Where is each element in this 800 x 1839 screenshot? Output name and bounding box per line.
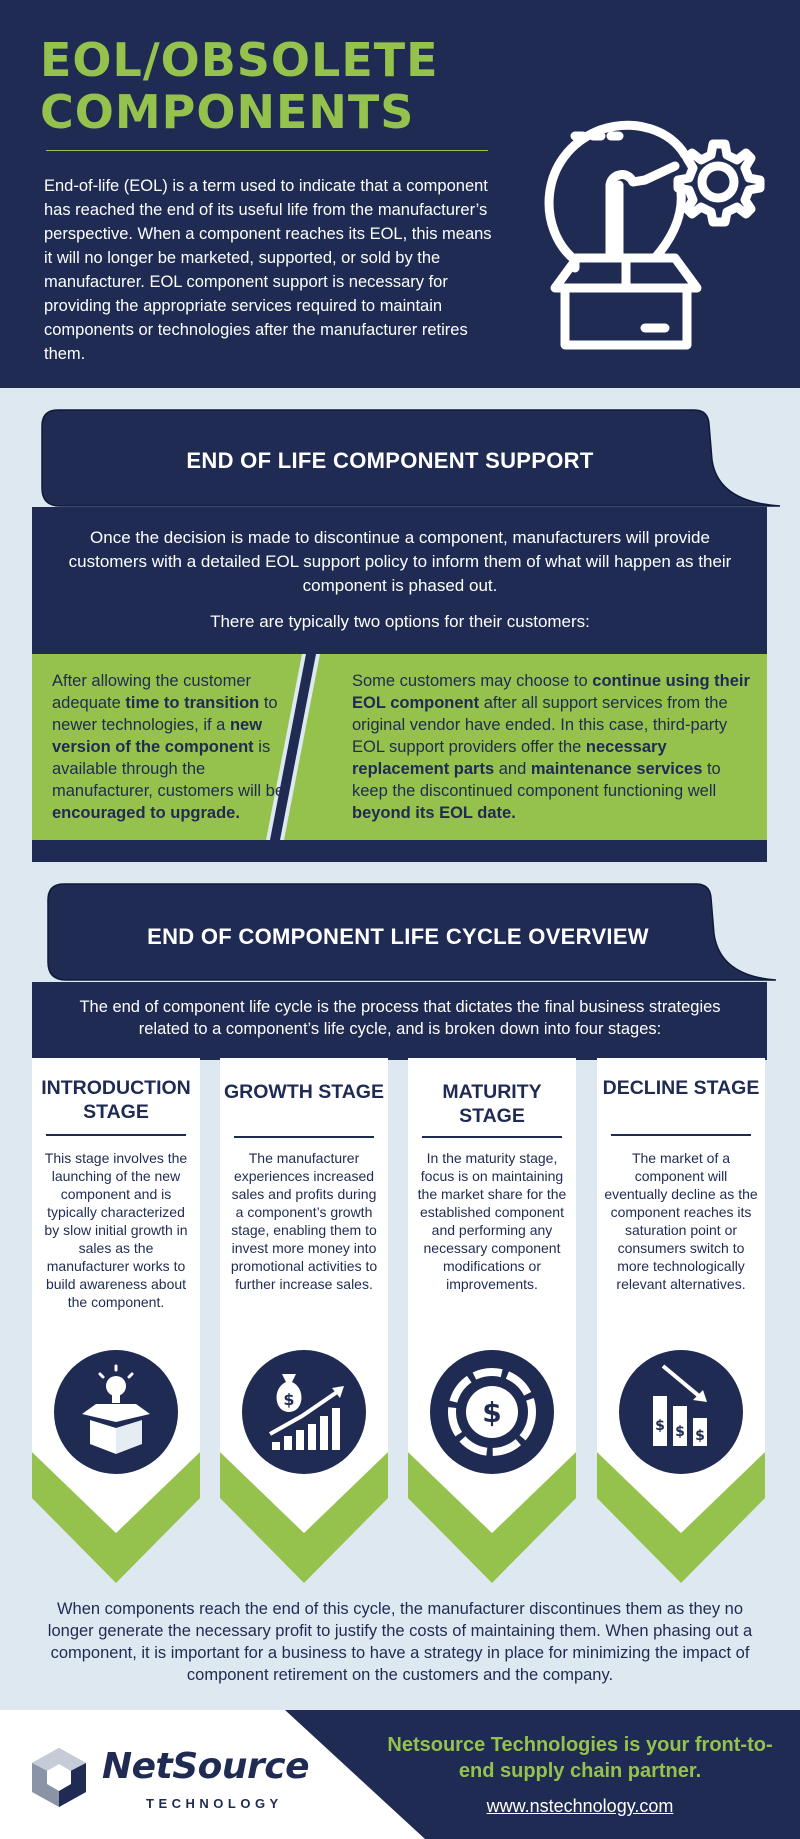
stage-divider [422, 1136, 562, 1138]
title-divider [46, 150, 488, 151]
svg-text:$: $ [283, 1390, 294, 1409]
footer: NetSource TECHNOLOGY Netsource Technolog… [0, 1710, 800, 1839]
declining-dollar-chart-icon: $ $ $ [619, 1350, 743, 1474]
stage-description: The manufacturer experiences increased s… [230, 1150, 378, 1292]
money-bag-growth-chart-icon: $ [242, 1350, 366, 1474]
stage-title: GROWTH STAGE [224, 1081, 384, 1103]
logo-wordmark: NetSource [102, 1746, 310, 1787]
options-intro: There are typically two options for thei… [210, 612, 590, 631]
stage-title: DECLINE STAGE [602, 1077, 760, 1099]
footer-background [285, 1710, 800, 1839]
stage-description: This stage involves the launching of the… [44, 1150, 188, 1310]
stage-title: INTRODUCTION STAGE [41, 1077, 191, 1123]
stage-introduction: INTRODUCTION STAGE This stage involves t… [32, 1058, 200, 1583]
stage-description: In the maturity stage, focus is on maint… [417, 1150, 567, 1292]
stage-decline: DECLINE STAGE The market of a component … [597, 1058, 765, 1583]
logo-subtitle: TECHNOLOGY [146, 1796, 283, 1811]
stage-title: MATURITY STAGE [442, 1081, 542, 1127]
lifecycle-panel [32, 982, 767, 1060]
options-panel [32, 654, 767, 840]
option-third-party-text: Some customers may choose to continue us… [352, 672, 750, 822]
section-heading-lifecycle: END OF COMPONENT LIFE CYCLE OVERVIEW [46, 882, 776, 982]
lightbulb-box-gear-icon [544, 120, 765, 350]
lifecycle-intro: The end of component life cycle is the p… [79, 998, 721, 1038]
section-title: END OF LIFE COMPONENT SUPPORT [186, 448, 594, 473]
stage-divider [234, 1136, 374, 1138]
option-upgrade-text: After allowing the customer adequate tim… [52, 672, 285, 822]
stage-divider [611, 1134, 751, 1136]
stage-growth: GROWTH STAGE The manufacturer experience… [220, 1058, 388, 1583]
hero-description: End-of-life (EOL) is a term used to indi… [44, 177, 492, 363]
stage-maturity: MATURITY STAGE In the maturity stage, fo… [408, 1058, 576, 1583]
website-link[interactable]: www.nstechnology.com [486, 1796, 674, 1816]
section-title: END OF COMPONENT LIFE CYCLE OVERVIEW [147, 924, 649, 949]
hero-banner: EOL/OBSOLETE COMPONENTS End-of-life (EOL… [0, 0, 800, 388]
stage-description: The market of a component will eventuall… [604, 1150, 758, 1292]
svg-text:$: $ [482, 1396, 501, 1429]
stage-divider [46, 1134, 186, 1136]
footer-tagline: Netsource Technologies is your front-to-… [387, 1734, 773, 1782]
netsource-logo-icon [32, 1748, 86, 1807]
dollar-coin-icon: $ [430, 1350, 554, 1474]
lightbulb-box-icon [54, 1350, 178, 1474]
svg-text:$: $ [655, 1418, 665, 1434]
section-heading-support: END OF LIFE COMPONENT SUPPORT [40, 408, 780, 508]
svg-text:$: $ [695, 1428, 705, 1444]
svg-text:$: $ [675, 1424, 685, 1440]
page-title: EOL/OBSOLETE COMPONENTS [40, 33, 439, 139]
support-intro: Once the decision is made to discontinue… [68, 528, 732, 595]
closing-paragraph: When components reach the end of this cy… [47, 1600, 753, 1684]
